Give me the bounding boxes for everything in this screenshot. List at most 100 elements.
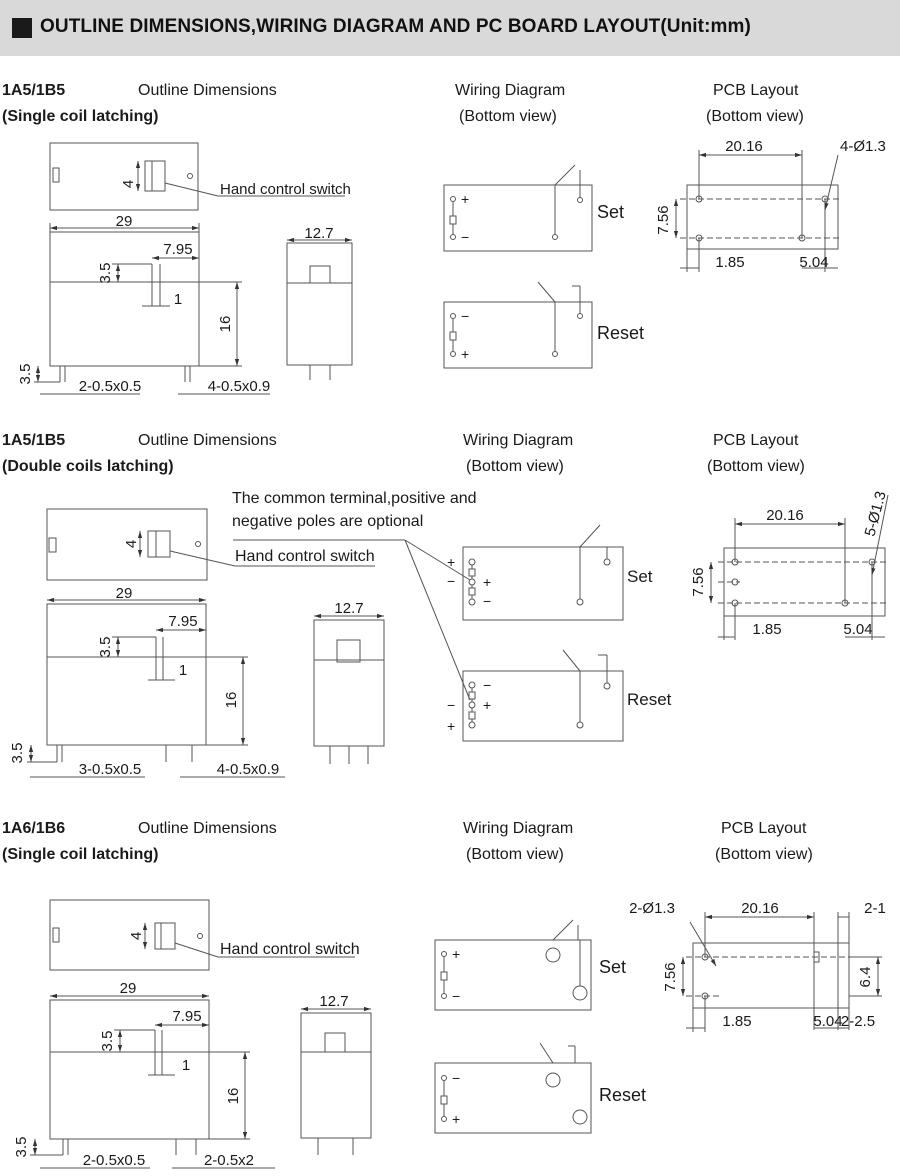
s3-front-view	[30, 993, 275, 1169]
s2-wiring-heading: Wiring Diagram	[463, 432, 574, 449]
s3-wiring-view: (Bottom view)	[466, 846, 564, 863]
s2-wiring-reset	[462, 649, 624, 742]
s1-dim-switch-h: 4	[120, 180, 137, 188]
s2-wiring-set	[462, 524, 624, 621]
s1-pcb-span: 20.16	[725, 138, 763, 155]
s1-front-view	[34, 223, 270, 395]
s3-side-view	[300, 1006, 372, 1155]
s2-dim-pins-b: 4-0.5x0.9	[217, 761, 280, 778]
s2-reset-minus-left: −	[447, 697, 455, 713]
s2-pcb-off1: 1.85	[752, 621, 781, 638]
s3-top-view	[49, 899, 355, 971]
s1-pcb-row: 7.56	[655, 205, 672, 234]
s3-reset-label: Reset	[599, 1085, 646, 1105]
s2-dim-height: 16	[223, 692, 240, 709]
s2-note-line1: The common terminal,positive and	[232, 490, 477, 507]
s3-wiring-set	[434, 919, 592, 1011]
s3-dim-height: 16	[225, 1088, 242, 1105]
square-bullet-icon	[12, 18, 32, 38]
s2-pcb-span: 20.16	[766, 507, 804, 524]
s2-dim-d2: 3.5	[97, 637, 114, 658]
s2-dim-width: 12.7	[334, 600, 363, 617]
s1-pcb-holes: 4-Ø1.3	[840, 138, 886, 155]
s2-note-line2: negative poles are optional	[232, 513, 423, 530]
s3-dim-pin-len: 3.5	[13, 1137, 30, 1158]
s3-reset-plus: +	[452, 1111, 460, 1127]
s3-model: 1A6/1B6	[2, 820, 66, 837]
s1-outline-heading: Outline Dimensions	[138, 82, 277, 99]
s2-pcb-off2: 5.04	[843, 621, 872, 638]
s2-side-view	[313, 613, 385, 764]
s3-dim-pins-a: 2-0.5x0.5	[83, 1152, 146, 1169]
s2-pcb-view: (Bottom view)	[707, 458, 805, 475]
s3-outline-heading: Outline Dimensions	[138, 820, 277, 837]
s2-wiring-view: (Bottom view)	[466, 458, 564, 475]
s2-outline-heading: Outline Dimensions	[138, 432, 277, 449]
s1-reset-plus: +	[461, 346, 469, 362]
s3-pcb-row: 7.56	[662, 962, 679, 991]
s1-dim-width: 12.7	[304, 225, 333, 242]
s2-dim-length: 29	[116, 585, 133, 602]
s2-dim-d1: 7.95	[168, 613, 197, 630]
s1-dim-pins-b: 4-0.5x0.9	[208, 378, 271, 395]
s2-dim-d3: 1	[179, 662, 187, 679]
s1-subtitle: (Single coil latching)	[2, 108, 159, 125]
s2-dim-pins-a: 3-0.5x0.5	[79, 761, 142, 778]
s2-reset-plus-left: +	[447, 718, 455, 734]
s1-set-plus: +	[461, 191, 469, 207]
s3-set-minus: −	[452, 988, 460, 1004]
s2-pcb-heading: PCB Layout	[713, 432, 799, 449]
s3-dim-switch-h: 4	[128, 932, 145, 940]
s1-pcb-heading: PCB Layout	[713, 82, 799, 99]
s1-reset-minus: −	[461, 308, 469, 324]
s2-set-plus-left: +	[447, 554, 455, 570]
s2-pcb-holes: 5-Ø1.3	[862, 489, 890, 538]
s2-pcb-row: 7.56	[690, 567, 707, 596]
s1-dim-height: 16	[217, 316, 234, 333]
s2-reset-minus-right: −	[483, 677, 491, 693]
s1-hand-switch-label: Hand control switch	[220, 181, 351, 198]
s3-pcb-view: (Bottom view)	[715, 846, 813, 863]
s1-pcb-off1: 1.85	[715, 254, 744, 271]
s2-set-minus-left: −	[447, 573, 455, 589]
s1-set-minus: −	[461, 229, 469, 245]
s1-dim-d1: 7.95	[163, 241, 192, 258]
s1-wiring-heading: Wiring Diagram	[455, 82, 566, 99]
s1-dim-d3: 1	[174, 291, 182, 308]
s3-dim-d2: 3.5	[99, 1031, 116, 1052]
s1-pcb-off2: 5.04	[799, 254, 828, 271]
s1-wiring-reset	[443, 281, 593, 369]
section-header: OUTLINE DIMENSIONS,WIRING DIAGRAM AND PC…	[0, 0, 900, 56]
s2-hand-switch-label: Hand control switch	[235, 548, 375, 565]
s3-wiring-reset	[434, 1042, 592, 1134]
s3-reset-minus: −	[452, 1070, 460, 1086]
s2-subtitle: (Double coils latching)	[2, 458, 174, 475]
s3-dim-width: 12.7	[319, 993, 348, 1010]
s3-dim-d1: 7.95	[172, 1008, 201, 1025]
s3-pcb-off1: 1.85	[722, 1013, 751, 1030]
s1-set-label: Set	[597, 202, 624, 222]
s2-pcb-layout	[708, 494, 889, 640]
s2-reset-plus-right: +	[483, 697, 491, 713]
s2-set-plus-right: +	[483, 574, 491, 590]
s1-top-view	[49, 142, 345, 211]
s2-note-leaders	[404, 539, 471, 701]
s1-wiring-view: (Bottom view)	[459, 108, 557, 125]
s3-wiring-heading: Wiring Diagram	[463, 820, 574, 837]
s2-dim-switch-h: 4	[123, 540, 140, 548]
header-title: OUTLINE DIMENSIONS,WIRING DIAGRAM AND PC…	[40, 16, 751, 37]
s3-dim-length: 29	[120, 980, 137, 997]
s1-dim-pin-len: 3.5	[17, 364, 34, 385]
s1-side-view	[286, 237, 353, 380]
s2-reset-label: Reset	[627, 690, 672, 709]
s1-dim-length: 29	[116, 213, 133, 230]
s1-reset-label: Reset	[597, 323, 644, 343]
s3-pcb-off2: 5.04	[813, 1013, 842, 1030]
s1-dim-d2: 3.5	[97, 263, 114, 284]
s1-wiring-set	[443, 164, 593, 252]
s3-pcb-heading: PCB Layout	[721, 820, 807, 837]
s2-dim-pin-len: 3.5	[9, 743, 26, 764]
s2-front-view	[27, 597, 285, 778]
s1-model: 1A5/1B5	[2, 82, 66, 99]
